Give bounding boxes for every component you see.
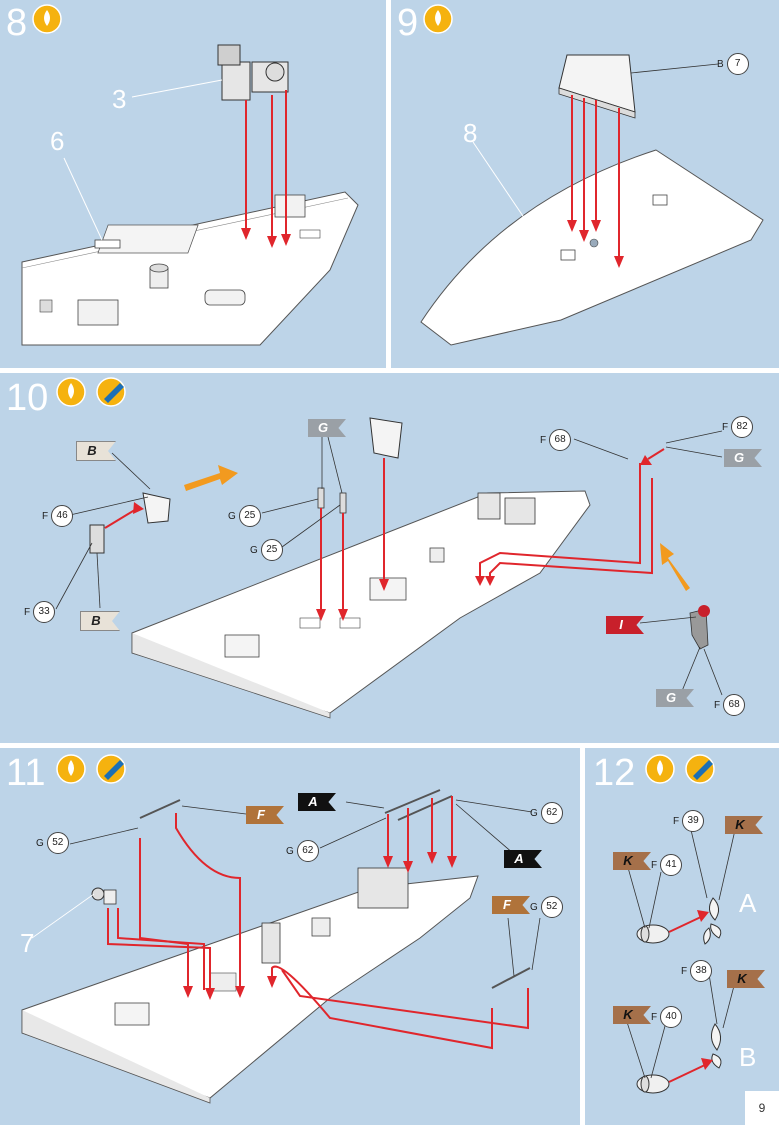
callout-8: 8: [463, 118, 478, 148]
part-number: 62: [296, 840, 319, 862]
color-tag-g: G: [656, 689, 694, 707]
step-10-drawing: [55, 417, 723, 719]
step-11-drawing: [21, 789, 541, 1104]
sprue-letter: F: [540, 434, 547, 446]
color-tag-a: A: [504, 850, 542, 868]
color-tag-k: K: [725, 816, 763, 834]
step-number: 9: [397, 2, 419, 44]
step-9-panel: 9 8 B 7: [391, 0, 779, 368]
part-ref: G 52: [530, 896, 563, 918]
part-ref: G 62: [286, 840, 319, 862]
color-tag-k: K: [613, 1006, 651, 1024]
part-ref: F 82: [722, 416, 754, 438]
part-ref: F 68: [714, 694, 746, 716]
color-tag-k: K: [613, 852, 651, 870]
part-ref: B 7: [717, 53, 749, 75]
part-number: 68: [723, 694, 746, 716]
color-tag-g: G: [308, 419, 346, 437]
step-12-panel: 12 A B K K K K F 39 F 41 F 38 F 40: [585, 748, 779, 1125]
sprue-letter: F: [42, 510, 49, 522]
step-10-panel: 10 B B G G I G F 46 F 33 G 25 G 25 F 68 …: [0, 373, 779, 743]
step-number: 11: [6, 752, 46, 794]
part-ref: G 52: [36, 832, 69, 854]
part-number: 46: [51, 505, 74, 527]
part-ref: G 25: [250, 539, 283, 561]
step-8-panel: 8 3 6: [0, 0, 386, 368]
page-number: 9: [745, 1091, 779, 1125]
part-number: 82: [731, 416, 754, 438]
part-number: 62: [540, 802, 563, 824]
part-ref: F 46: [42, 505, 74, 527]
step-11-panel: 11 7 A A F F G 52 G 62 G 62 G 52: [0, 748, 580, 1125]
part-number: 25: [260, 539, 283, 561]
step-number: 10: [6, 377, 49, 419]
sprue-letter: G: [530, 901, 538, 913]
sprue-letter: F: [673, 815, 680, 827]
sprue-letter: G: [250, 544, 258, 556]
color-tag-g: G: [724, 449, 762, 467]
sprue-letter: F: [722, 421, 729, 433]
callout-7: 7: [20, 928, 35, 958]
sprue-letter: B: [717, 58, 724, 70]
part-ref: G 25: [228, 505, 261, 527]
part-ref: F 39: [673, 810, 705, 832]
color-tag-i: I: [606, 616, 644, 634]
part-number: 41: [660, 854, 683, 876]
step-12-drawing: [626, 829, 736, 1094]
sprue-letter: F: [651, 859, 658, 871]
part-number: 40: [660, 1006, 683, 1028]
sprue-letter: F: [24, 606, 31, 618]
label-b: B: [739, 1042, 757, 1072]
color-tag-a: A: [298, 793, 336, 811]
part-number: 7: [726, 53, 749, 75]
part-number: 68: [549, 429, 572, 451]
part-number: 39: [682, 810, 705, 832]
part-ref: F 38: [681, 960, 713, 982]
sprue-letter: F: [681, 965, 688, 977]
part-ref: F 33: [24, 601, 56, 623]
part-ref: F 40: [651, 1006, 683, 1028]
part-ref: F 68: [540, 429, 572, 451]
color-tag-f: F: [246, 806, 284, 824]
part-ref: G 62: [530, 802, 563, 824]
part-3-superstructure: [217, 44, 289, 101]
label-a: A: [739, 888, 757, 918]
sprue-letter: G: [36, 837, 44, 849]
part-ref: F 41: [651, 854, 683, 876]
sprue-letter: F: [714, 699, 721, 711]
callout-3: 3: [112, 84, 127, 114]
color-tag-f: F: [492, 896, 530, 914]
sprue-letter: G: [286, 845, 294, 857]
step-number: 12: [593, 752, 636, 794]
part-number: 33: [33, 601, 56, 623]
sprue-letter: G: [228, 510, 236, 522]
part-number: 38: [690, 960, 713, 982]
step-8-drawing: [21, 44, 359, 346]
color-tag-k: K: [727, 970, 765, 988]
callout-6: 6: [50, 126, 65, 156]
step-9-drawing: [420, 54, 764, 346]
sprue-letter: G: [530, 807, 538, 819]
part-number: 52: [46, 832, 69, 854]
sprue-letter: F: [651, 1011, 658, 1023]
step-number: 8: [6, 2, 28, 44]
part-number: 25: [238, 505, 261, 527]
part-number: 52: [540, 896, 563, 918]
color-tag-b: B: [76, 441, 116, 461]
